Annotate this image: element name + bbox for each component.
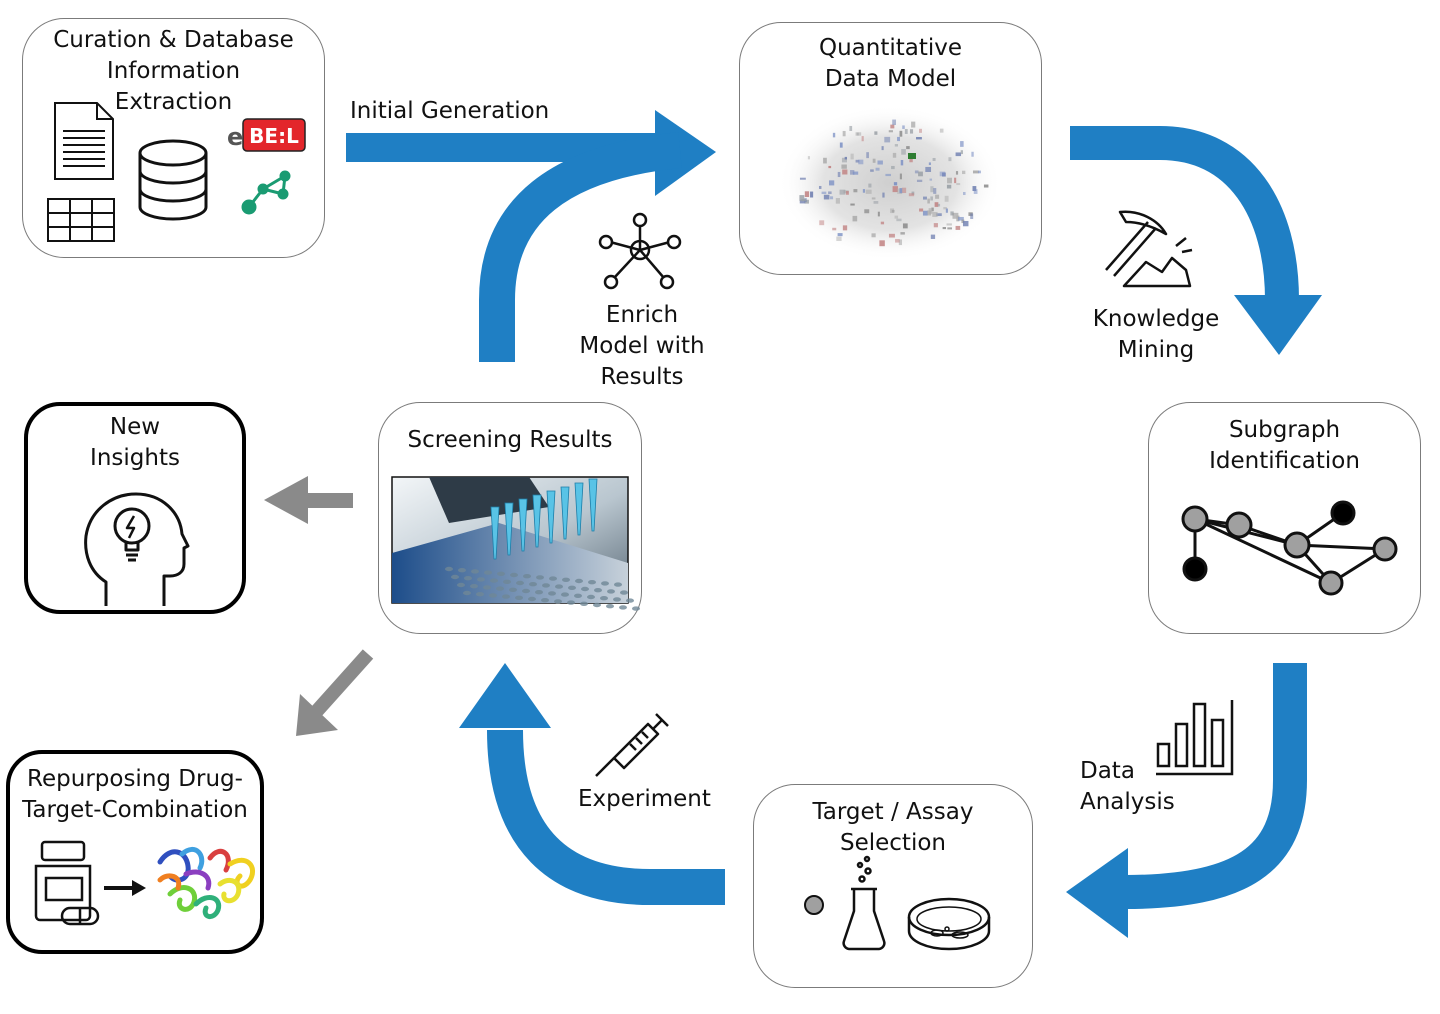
screening-title: Screening Results	[407, 427, 613, 453]
curation-title: Curation & Database Information Extracti…	[53, 27, 294, 115]
protein-structure-icon	[157, 846, 255, 919]
knowledge-mining-label: Knowledge Mining	[1092, 306, 1220, 363]
bar-chart-icon	[1156, 700, 1234, 776]
target-box: Target / Assay Selection	[753, 784, 1033, 988]
insights-title: New Insights	[90, 414, 180, 471]
enrich-model-arrow	[479, 132, 682, 362]
screening-box: Screening Results	[378, 402, 642, 634]
target-title: Target / Assay Selection	[812, 799, 974, 856]
head-lightbulb-icon	[84, 492, 190, 606]
insights-box: New Insights	[24, 402, 246, 614]
pipette-plate-photo	[391, 476, 640, 611]
experiment-arrow	[459, 663, 725, 905]
enrich-label: Enrich Model with Results	[579, 302, 705, 390]
repurposing-title: Repurposing Drug- Target-Combination	[22, 766, 248, 823]
svg-text:e: e	[227, 123, 243, 151]
insights-arrow	[264, 476, 353, 524]
compound-dot-icon	[804, 895, 824, 915]
database-icon	[138, 139, 208, 221]
pickaxe-icon	[1105, 210, 1193, 288]
repurposing-box: Repurposing Drug- Target-Combination	[6, 750, 264, 954]
experiment-label: Experiment	[578, 786, 711, 812]
bel-logo: e BE:L	[227, 118, 306, 152]
data-analysis-label: Data Analysis	[1080, 758, 1175, 815]
data-model-title: Quantitative Data Model	[818, 35, 963, 92]
hub-network-icon	[598, 212, 682, 290]
curation-box: Curation & Database Information Extracti…	[22, 18, 325, 258]
table-icon	[47, 198, 115, 242]
network-cloud	[778, 105, 1002, 261]
right-arrow-icon	[104, 880, 146, 896]
data-analysis-arrow	[1066, 663, 1307, 938]
repurposing-arrow	[296, 649, 374, 736]
pill-bottle-icon	[34, 840, 100, 926]
syringe-icon	[595, 713, 669, 777]
petri-dish-icon	[907, 897, 991, 951]
subgraph-network-icon	[1181, 500, 1398, 596]
document-icon	[54, 102, 114, 180]
svg-text:BE:L: BE:L	[249, 124, 299, 148]
initial-generation-label: Initial Generation	[350, 98, 550, 124]
knowledge-mining-arrow	[1070, 126, 1322, 355]
network-graph-icon	[241, 170, 291, 215]
subgraph-box: Subgraph Identification	[1148, 402, 1421, 634]
flask-icon	[842, 855, 886, 951]
subgraph-title: Subgraph Identification	[1209, 417, 1360, 474]
data-model-box: Quantitative Data Model	[739, 22, 1042, 275]
